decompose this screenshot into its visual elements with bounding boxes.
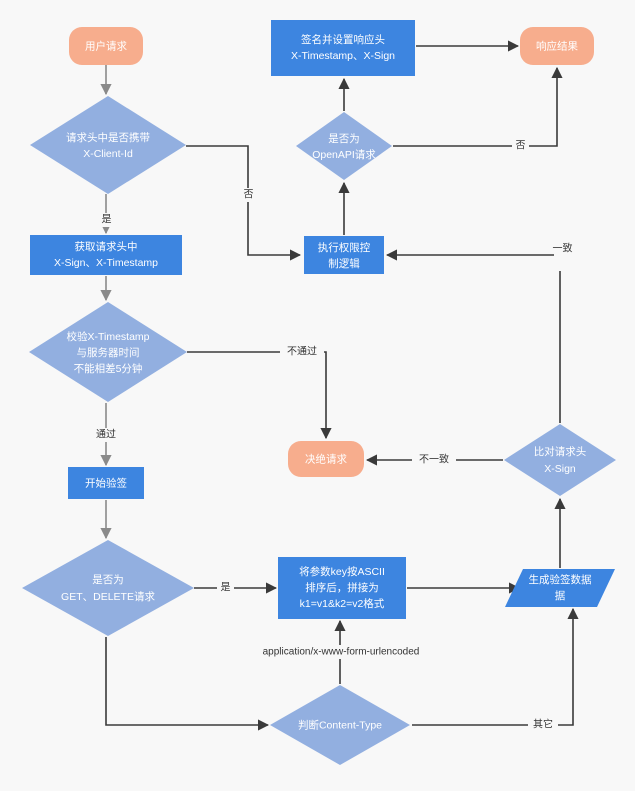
edge-label-yes-client-id-text: 是 [102,214,112,226]
node-sort-params-line1: 将参数key按ASCII [299,565,385,578]
node-compare-sign[interactable]: 比对请求头 X-Sign [504,424,616,496]
node-is-openapi-line2: OpenAPI请求 [312,148,376,161]
edge-label-fail-timestamp-text: 不通过 [287,345,317,358]
edge-label-sign-mismatch: 不一致 [412,453,456,467]
node-start-verify-label: 开始验签 [85,476,127,489]
edge-label-content-type-urlencoded: application/x-www-form-urlencoded [235,645,447,659]
node-reject-request[interactable]: 决绝请求 [288,441,364,477]
node-auth-logic[interactable]: 执行权限控 制逻辑 [304,236,384,274]
node-user-request-label: 用户请求 [85,39,127,52]
node-start-verify[interactable]: 开始验签 [68,467,144,499]
edge-label-no-client-id: 否 [240,188,257,202]
edge-label-no-client-id-text: 否 [244,189,254,201]
node-get-headers[interactable]: 获取请求头中 X-Sign、X-Timestamp [30,235,182,275]
node-auth-logic-line1: 执行权限控 [318,241,371,254]
node-check-timestamp[interactable]: 校验X-Timestamp 与服务器时间 不能相差5分钟 [29,302,187,402]
node-compare-sign-line2: X-Sign [544,463,576,475]
node-response-result-label: 响应结果 [536,39,578,52]
node-user-request[interactable]: 用户请求 [69,27,143,65]
node-sign-response[interactable]: 签名并设置响应头 X-Timestamp、X-Sign [271,20,415,76]
node-response-result[interactable]: 响应结果 [520,27,594,65]
edge-label-content-type-other-text: 其它 [533,718,553,731]
node-gen-sign-data[interactable]: 生成验签数据 据 [505,569,615,607]
node-is-get-delete-line2: GET、DELETE请求 [61,590,155,603]
node-auth-logic-line2: 制逻辑 [328,257,360,270]
node-has-client-id-line2: X-Client-Id [83,148,133,160]
edge-is-openapi-to-response-result [393,66,563,147]
node-gen-sign-data-line1: 生成验签数据 [529,573,592,586]
edge-label-yes-get-delete-text: 是 [221,582,231,594]
edge-is-get-delete-to-judge-content [105,637,270,731]
node-reject-request-label: 决绝请求 [305,452,347,465]
node-get-headers-line2: X-Sign、X-Timestamp [54,257,158,269]
nodes-layer: 用户请求 请求头中是否携带 X-Client-Id 获取请求头中 X-Sign、… [22,20,616,765]
node-is-openapi-line1: 是否为 [328,133,360,145]
node-sign-response-line2: X-Timestamp、X-Sign [291,50,395,62]
edge-label-pass-timestamp-text: 通过 [96,428,116,441]
node-has-client-id-line1: 请求头中是否携带 [66,131,150,144]
edge-label-fail-timestamp: 不通过 [280,345,324,359]
node-compare-sign-line1: 比对请求头 [534,445,587,458]
node-sort-params[interactable]: 将参数key按ASCII 排序后，拼接为 k1=v1&k2=v2格式 [278,557,406,619]
node-check-timestamp-line1: 校验X-Timestamp [66,330,149,343]
edge-label-not-openapi-text: 否 [516,140,526,152]
edge-labels-layer: 是 否 不通过 通过 是 application/x-www-form-urle [91,139,573,732]
edge-judge-content-to-gen-sign-data [412,607,579,726]
node-get-headers-line1: 获取请求头中 [75,240,138,253]
edge-label-sign-match: 一致 [553,241,573,271]
node-sort-params-line3: k1=v1&k2=v2格式 [300,597,385,610]
edge-label-yes-get-delete: 是 [217,581,234,595]
node-judge-content-type[interactable]: 判断Content-Type [270,685,410,765]
node-has-client-id[interactable]: 请求头中是否携带 X-Client-Id [30,96,186,194]
edge-label-sign-match-text: 一致 [553,242,573,255]
node-sort-params-line2: 排序后，拼接为 [305,581,379,594]
node-is-get-delete[interactable]: 是否为 GET、DELETE请求 [22,540,194,636]
node-is-get-delete-line1: 是否为 [92,574,124,586]
node-check-timestamp-line3: 不能相差5分钟 [74,362,143,375]
edge-label-content-type-other: 其它 [528,718,558,732]
node-judge-content-type-label: 判断Content-Type [298,718,382,731]
edge-check-timestamp-to-reject [187,351,332,440]
node-sign-response-line1: 签名并设置响应头 [301,33,385,46]
edge-label-sign-mismatch-text: 不一致 [419,453,449,466]
edge-label-yes-client-id: 是 [98,213,115,227]
node-is-openapi[interactable]: 是否为 OpenAPI请求 [296,112,392,180]
node-gen-sign-data-line2: 据 [555,589,566,602]
edge-label-pass-timestamp: 通过 [91,428,121,442]
edge-label-content-type-urlencoded-text: application/x-www-form-urlencoded [263,647,420,658]
edge-label-not-openapi: 否 [512,139,529,153]
edge-compare-sign-to-auth-logic [385,249,561,423]
node-check-timestamp-line2: 与服务器时间 [77,346,140,359]
